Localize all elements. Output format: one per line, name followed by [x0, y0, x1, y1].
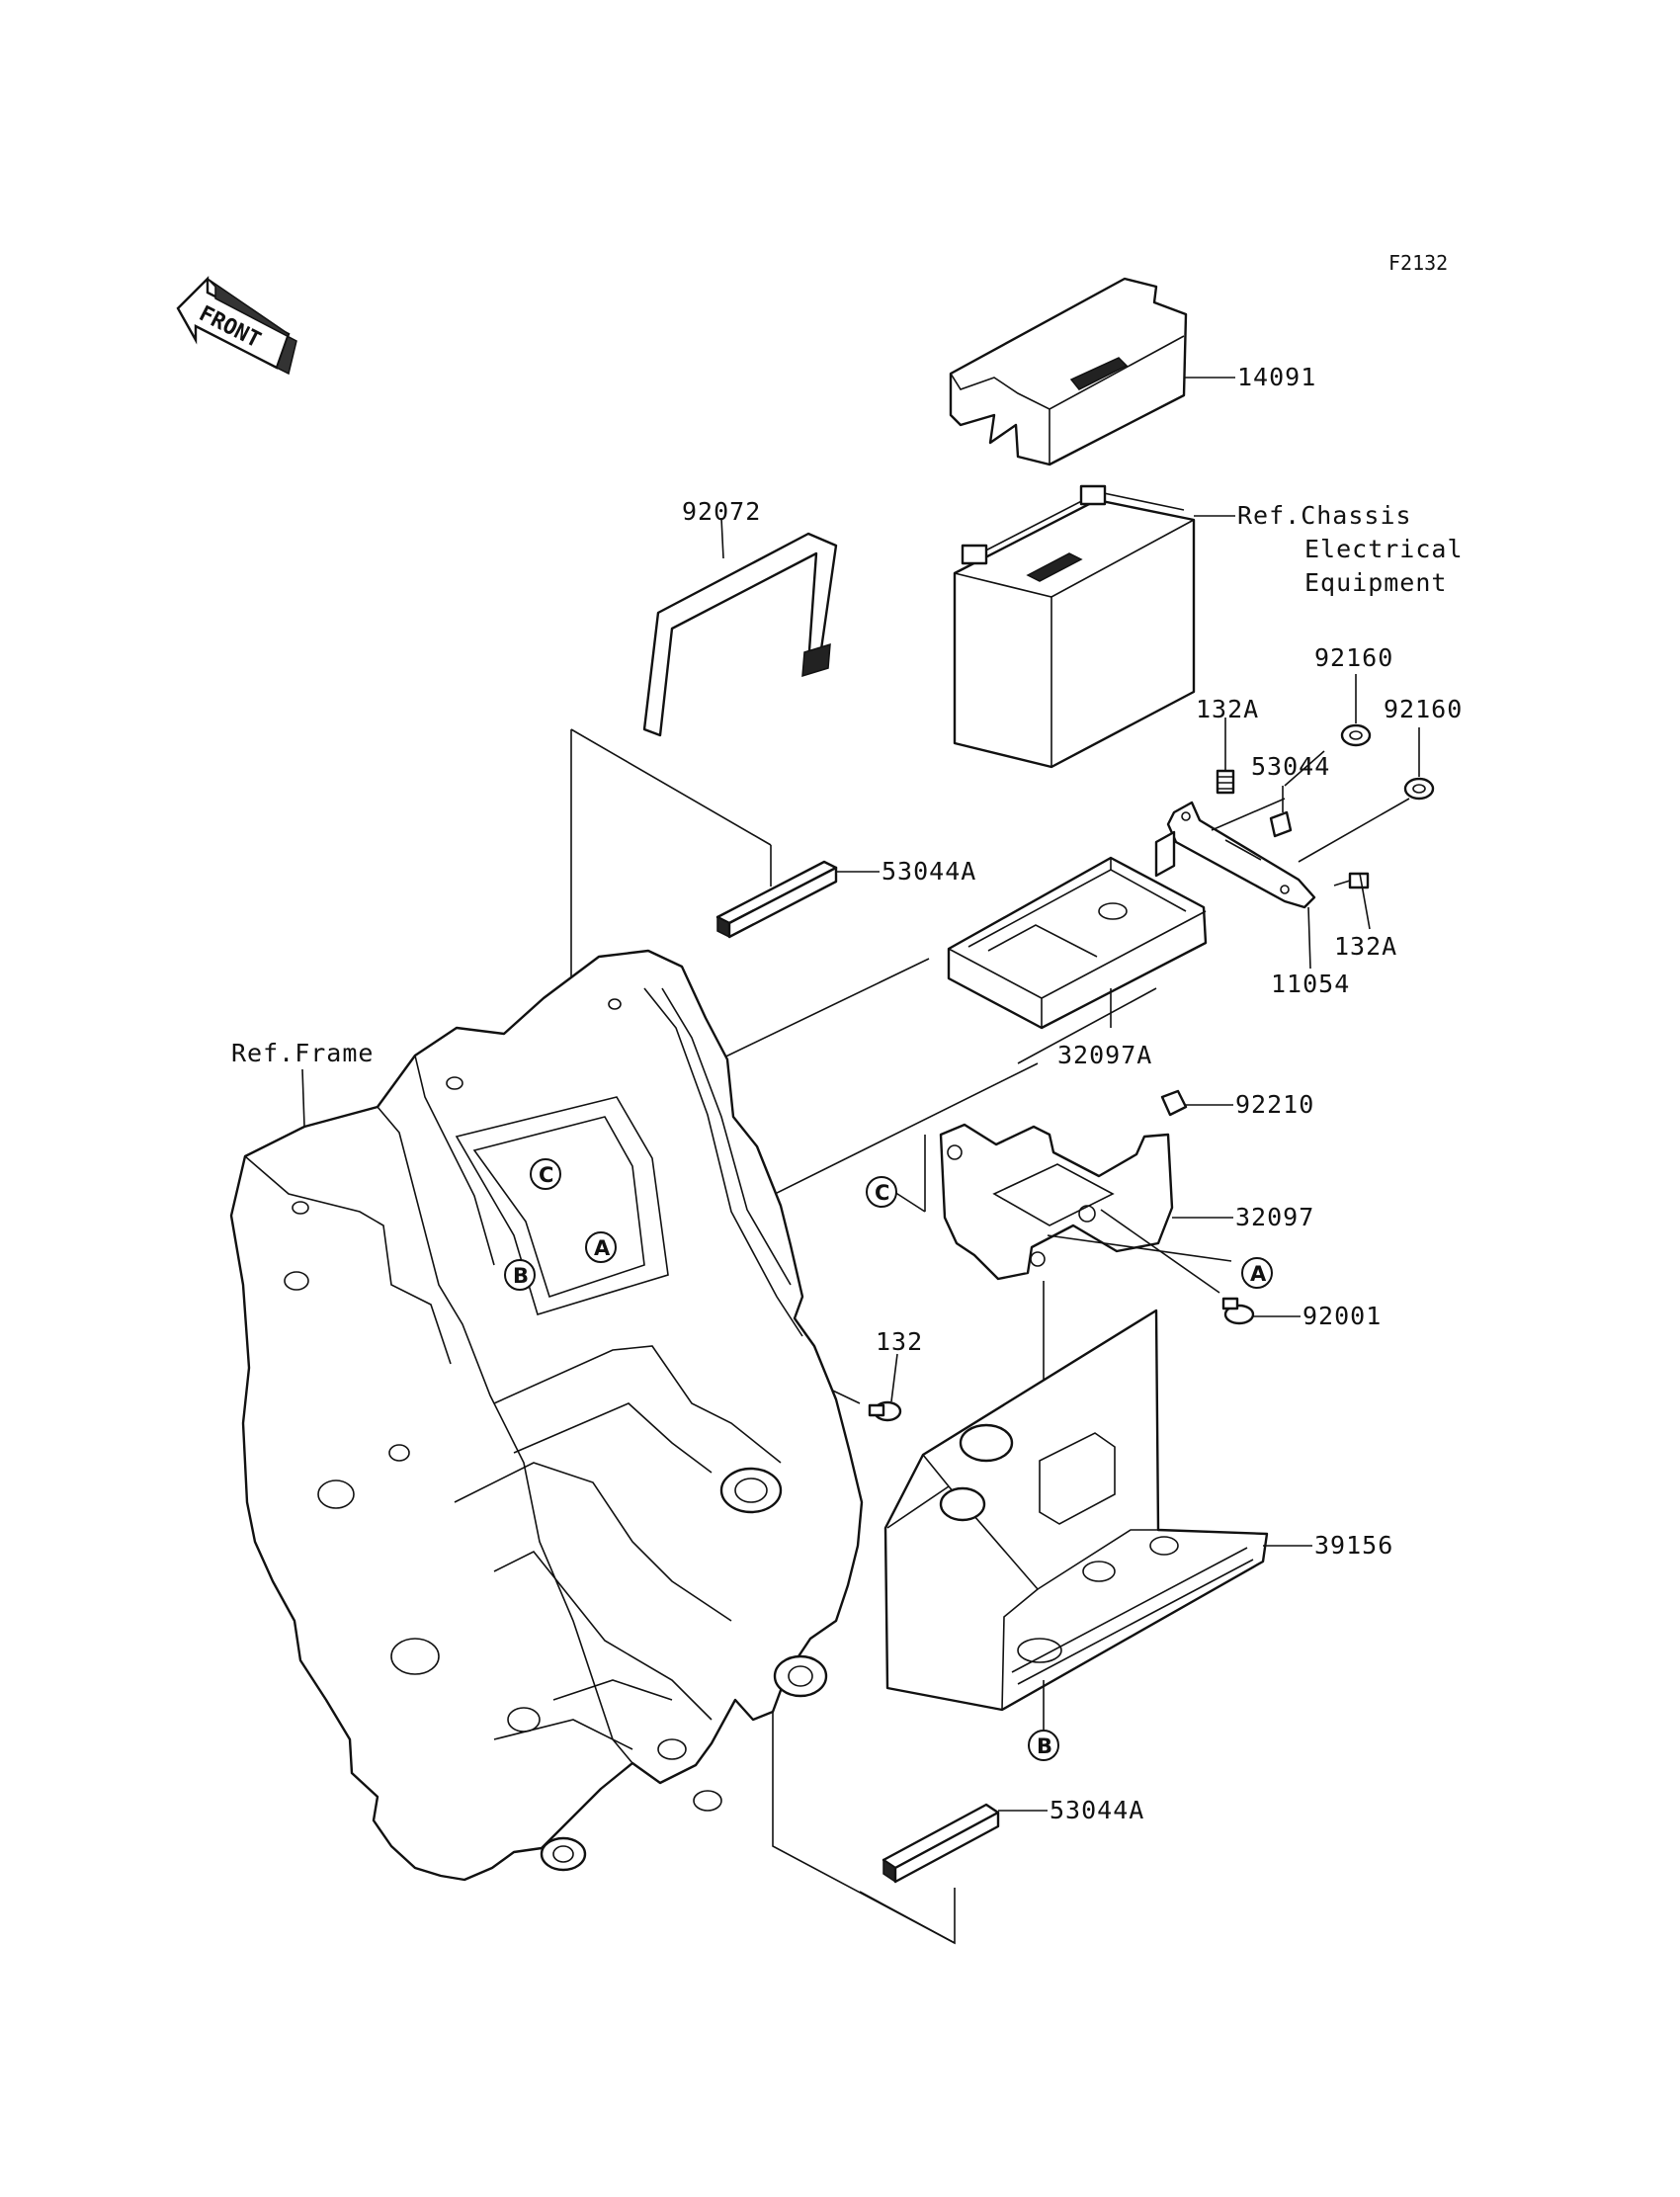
rubber-strip-53044A-top	[715, 860, 838, 939]
part-11054-label: 11054	[1271, 970, 1350, 998]
part-53044A-bottom-label: 53044A	[1050, 1796, 1144, 1824]
nut-92160-b	[1403, 777, 1435, 801]
svg-text:C: C	[875, 1181, 889, 1205]
part-39156-label: 39156	[1314, 1531, 1393, 1560]
callout-c-frame: C	[530, 1158, 561, 1190]
battery-cover-14091	[949, 277, 1188, 466]
callout-a-bracket: A	[1241, 1257, 1273, 1289]
part-132A-top-label: 132A	[1196, 695, 1259, 723]
part-92210-label: 92210	[1235, 1090, 1314, 1119]
clip-92210	[1160, 1089, 1188, 1117]
ref-chassis-line1: Ref.Chassis	[1237, 501, 1412, 530]
part-132-label: 132	[876, 1327, 923, 1356]
bracket-11054	[1166, 801, 1316, 909]
battery-band-92072	[642, 532, 838, 737]
bolt-132	[868, 1400, 902, 1422]
svg-text:B: B	[513, 1264, 529, 1288]
part-32097A-label: 32097A	[1057, 1041, 1152, 1069]
bolt-92001	[1221, 1297, 1255, 1325]
frame	[229, 949, 864, 1882]
bracket-32097	[939, 1123, 1174, 1281]
rubber-strip-53044A-bottom	[882, 1803, 1000, 1884]
battery	[953, 484, 1196, 769]
rubber-53044	[1269, 810, 1293, 838]
front-arrow-icon: FRONT	[176, 276, 297, 376]
svg-text:A: A	[1250, 1262, 1267, 1286]
svg-text:A: A	[594, 1236, 611, 1260]
battery-case-32097A	[947, 830, 1208, 1030]
bolt-132A-top	[1216, 769, 1235, 795]
callout-a-frame: A	[585, 1231, 617, 1263]
svg-text:B: B	[1037, 1734, 1052, 1758]
callout-c-bracket: C	[866, 1176, 897, 1208]
diagram-code: F2132	[1388, 251, 1448, 275]
callout-b-guard: B	[1028, 1730, 1059, 1761]
ref-chassis-line3: Equipment	[1304, 568, 1447, 597]
nut-92160-a	[1340, 723, 1372, 747]
callout-b-frame: B	[504, 1259, 536, 1291]
svg-text:C: C	[539, 1163, 553, 1187]
bolt-132A-right	[1333, 872, 1370, 889]
part-53044-label: 53044	[1251, 752, 1330, 781]
part-92001-label: 92001	[1302, 1302, 1382, 1330]
part-92072-label: 92072	[682, 497, 761, 526]
part-132A-right-label: 132A	[1334, 932, 1397, 961]
part-53044A-top-label: 53044A	[882, 857, 976, 886]
part-92160-a-label: 92160	[1314, 643, 1393, 672]
ref-chassis-line2: Electrical	[1304, 535, 1464, 563]
part-92160-b-label: 92160	[1384, 695, 1463, 723]
guard-39156	[883, 1309, 1269, 1712]
part-32097-label: 32097	[1235, 1203, 1314, 1231]
ref-frame-label: Ref.Frame	[231, 1039, 374, 1067]
part-14091-label: 14091	[1237, 363, 1316, 391]
